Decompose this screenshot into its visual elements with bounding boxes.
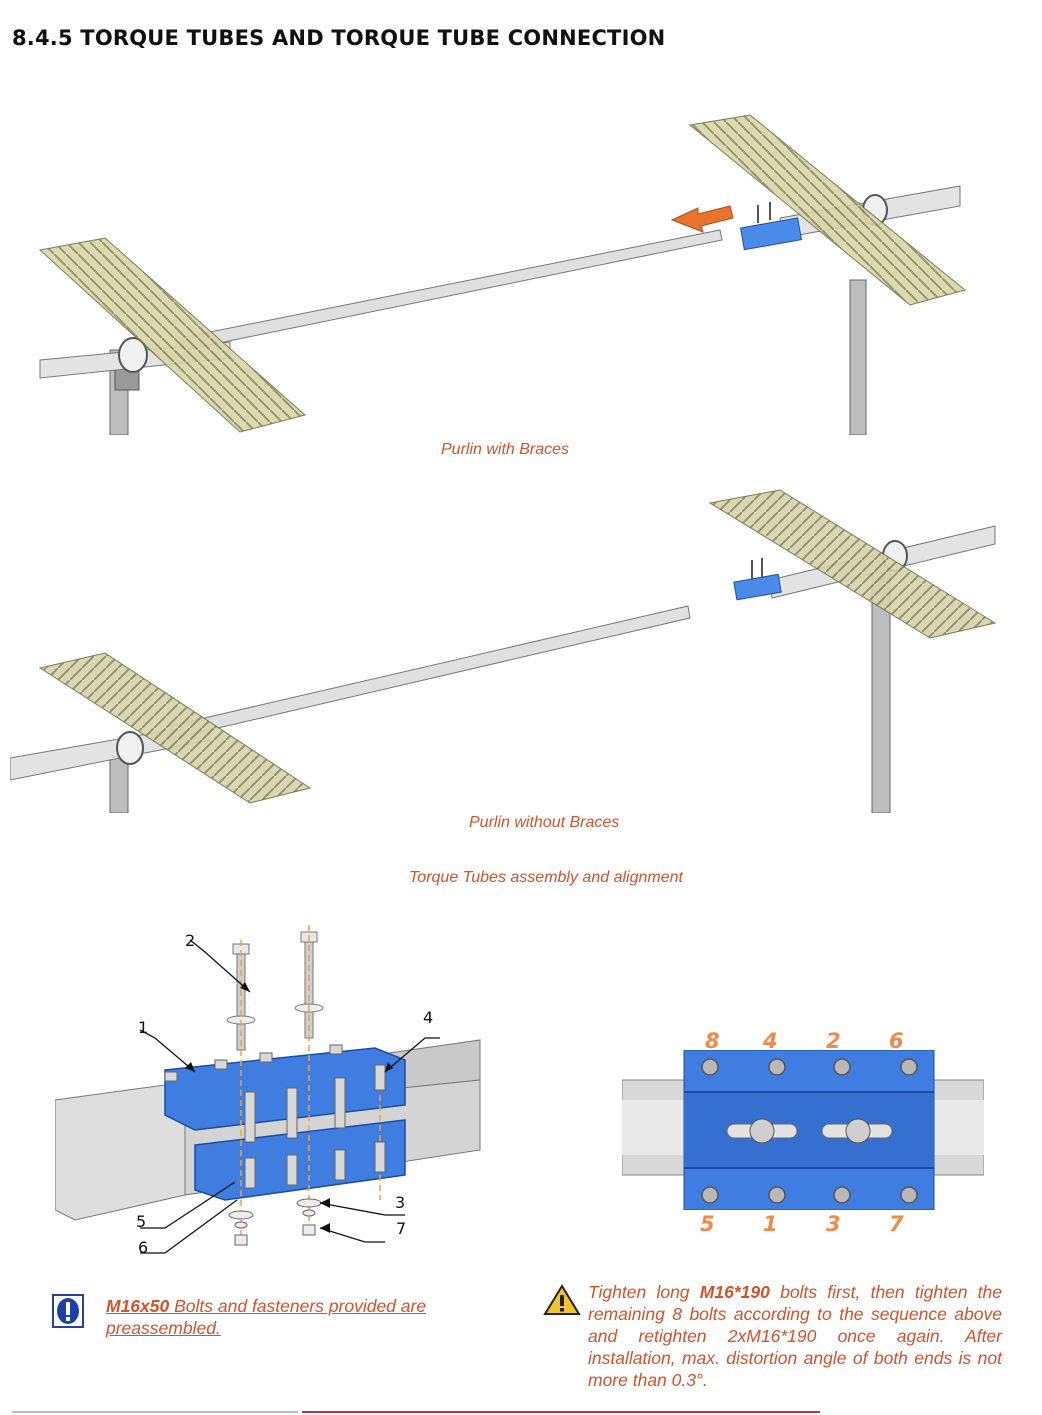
warning-triangle-icon <box>543 1284 581 1315</box>
sequence-bottom-4: 7 <box>889 1212 904 1236</box>
caption-assembly-alignment: Torque Tubes assembly and alignment <box>409 869 683 886</box>
caption-purlin-with-braces: Purlin with Braces <box>441 441 570 458</box>
long-bolt-washers <box>726 1118 893 1144</box>
washers-and-nuts <box>228 1198 322 1246</box>
footer-line-gray <box>12 1411 298 1413</box>
sequence-top-4: 6 <box>889 1029 904 1053</box>
sequence-top-2: 4 <box>763 1029 778 1053</box>
exploded-view-connector <box>55 925 481 1254</box>
callout-5: 5 <box>136 1212 147 1231</box>
warning-text-2: bolts first, then tighten the remaining … <box>588 1282 1002 1390</box>
sequence-top-3: 2 <box>826 1029 841 1053</box>
sequence-bottom-3: 3 <box>826 1212 841 1236</box>
info-note-bold: M16x50 <box>106 1296 170 1316</box>
callout-4: 4 <box>423 1008 434 1027</box>
right-post <box>849 279 867 435</box>
warning-bold-1: M16*190 <box>699 1282 770 1302</box>
info-note-text: Bolts and fasteners provided are preasse… <box>106 1296 427 1338</box>
callout-3: 3 <box>395 1193 406 1212</box>
bolt-heads <box>701 1058 918 1204</box>
figure-purlin-with-braces <box>38 114 967 435</box>
tightening-sequence-diagram <box>622 1050 984 1210</box>
sequence-bottom-1: 5 <box>700 1212 715 1236</box>
callout-7: 7 <box>396 1219 407 1238</box>
left-clamp <box>116 731 144 765</box>
callout-2: 2 <box>185 931 196 950</box>
square-torque-tube <box>179 229 723 351</box>
warning-text-1: Tighten long <box>588 1282 700 1302</box>
footer-line-red <box>302 1411 820 1413</box>
blue-connector <box>733 573 782 601</box>
blue-connector <box>739 217 803 251</box>
info-exclamation-icon <box>52 1294 84 1328</box>
warning-note: Tighten long M16*190 bolts first, then t… <box>588 1281 1002 1391</box>
square-torque-tube <box>169 605 691 739</box>
caption-purlin-without-braces: Purlin without Braces <box>469 814 620 831</box>
right-purlin-grid <box>708 489 997 639</box>
section-title: 8.4.5 TORQUE TUBES AND TORQUE TUBE CONNE… <box>12 26 666 50</box>
sequence-top-1: 8 <box>705 1029 720 1053</box>
left-purlin-grid <box>38 652 312 804</box>
insertion-arrow <box>670 205 734 233</box>
short-bolts <box>164 1044 386 1189</box>
sequence-bottom-2: 1 <box>763 1212 778 1236</box>
callout-6: 6 <box>138 1238 149 1257</box>
left-clamp <box>118 337 148 373</box>
info-note: M16x50 Bolts and fasteners provided are … <box>106 1295 476 1339</box>
figure-purlin-without-braces <box>10 489 997 813</box>
right-purlin-grid <box>688 114 967 306</box>
callout-1: 1 <box>138 1018 149 1037</box>
left-purlin-grid <box>38 237 307 433</box>
